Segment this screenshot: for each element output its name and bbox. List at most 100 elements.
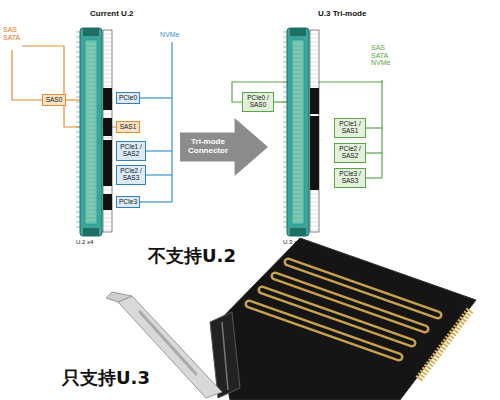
- pin-tick: [283, 32, 287, 33]
- nvme-wire: [140, 201, 172, 202]
- contact: [294, 96, 302, 97]
- pin-divider: [103, 226, 112, 227]
- contact: [294, 220, 302, 221]
- pin-tick: [283, 222, 287, 223]
- pin-divider: [103, 62, 112, 63]
- pin-tick: [283, 182, 287, 183]
- pin-divider: [310, 210, 319, 211]
- connector-core: [85, 40, 97, 224]
- pin-tick: [283, 117, 287, 118]
- pin-divider: [103, 138, 112, 139]
- contact: [87, 84, 95, 85]
- contact: [87, 136, 95, 137]
- pin-divider: [310, 198, 319, 199]
- pin-tick: [283, 62, 287, 63]
- contact: [294, 128, 302, 129]
- pin-divider: [310, 86, 319, 87]
- pin-tick: [283, 132, 287, 133]
- pin-divider: [103, 50, 112, 51]
- pin-tick: [76, 87, 80, 88]
- contact: [294, 80, 302, 81]
- pin-divider: [310, 202, 319, 203]
- contact: [294, 136, 302, 137]
- pin-tick: [76, 147, 80, 148]
- contact: [87, 144, 95, 145]
- contact: [87, 96, 95, 97]
- contact: [87, 112, 95, 113]
- pin-tick: [283, 207, 287, 208]
- pin-tick: [76, 132, 80, 133]
- pin-tick: [283, 152, 287, 153]
- contact: [87, 68, 95, 69]
- connector-cap: [83, 228, 99, 236]
- pin-tick: [76, 162, 80, 163]
- pin-tick: [76, 167, 80, 168]
- contact: [294, 188, 302, 189]
- pin-tick: [283, 92, 287, 93]
- note-text: 只支持U.3: [62, 368, 202, 388]
- contact: [87, 188, 95, 189]
- connector-body: [76, 28, 112, 236]
- contact: [87, 156, 95, 157]
- pin-column: [310, 30, 319, 232]
- pin-tick: [283, 52, 287, 53]
- trimode-wire: [381, 80, 382, 178]
- sas-wire: [12, 50, 42, 100]
- pin-tick: [283, 42, 287, 43]
- signal-box: PCIe2 / SAS3: [116, 165, 146, 185]
- contact: [294, 88, 302, 89]
- pin-tick: [283, 122, 287, 123]
- pin-tick: [283, 147, 287, 148]
- contact: [294, 204, 302, 205]
- interface-label: NVMe: [160, 31, 190, 39]
- socket-slot: [222, 322, 228, 390]
- pin-column: [103, 30, 112, 232]
- contact: [294, 180, 302, 181]
- bracket-vent: [140, 312, 196, 374]
- pin-tick: [76, 107, 80, 108]
- pin-tick: [76, 102, 80, 103]
- pin-divider: [103, 214, 112, 215]
- contact: [294, 168, 302, 169]
- pin-divider: [103, 34, 112, 35]
- heading: U.3 Tri-mode: [318, 10, 398, 19]
- contact: [294, 140, 302, 141]
- connector-caption: U.3 x4: [283, 239, 323, 246]
- pin-divider: [310, 38, 319, 39]
- signal-name: PCIe0 / SAS0: [243, 95, 273, 109]
- adapter-card: [106, 238, 476, 400]
- contact: [87, 52, 95, 53]
- pin-tick: [76, 127, 80, 128]
- pin-divider: [103, 230, 112, 231]
- signal-name: PCIe3 / SAS3: [335, 171, 365, 185]
- wires: [12, 42, 382, 202]
- trimode-wire: [274, 101, 287, 102]
- pin-tick: [76, 137, 80, 138]
- contact: [294, 100, 302, 101]
- contact: [87, 176, 95, 177]
- signal-name: PCIe2 / SAS2: [335, 146, 365, 160]
- contact: [294, 132, 302, 133]
- pin-tick: [283, 192, 287, 193]
- contact: [294, 160, 302, 161]
- contact: [87, 104, 95, 105]
- contact: [87, 180, 95, 181]
- pin-tick: [76, 117, 80, 118]
- interface-label: SAS SATA: [3, 26, 25, 41]
- signal-name: PCIe0: [119, 95, 137, 102]
- connector-shell: [287, 28, 309, 236]
- contact: [294, 92, 302, 93]
- contact: [87, 216, 95, 217]
- pin-group: [310, 116, 319, 190]
- pin-tick: [76, 207, 80, 208]
- pin-group: [103, 140, 112, 186]
- pin-tick: [283, 217, 287, 218]
- pin-tick: [283, 197, 287, 198]
- signal-box: PCIe3: [116, 196, 140, 208]
- contact: [294, 216, 302, 217]
- contact: [87, 92, 95, 93]
- contact: [87, 72, 95, 73]
- contact: [87, 140, 95, 141]
- contact: [294, 76, 302, 77]
- slot-hole: [249, 304, 399, 357]
